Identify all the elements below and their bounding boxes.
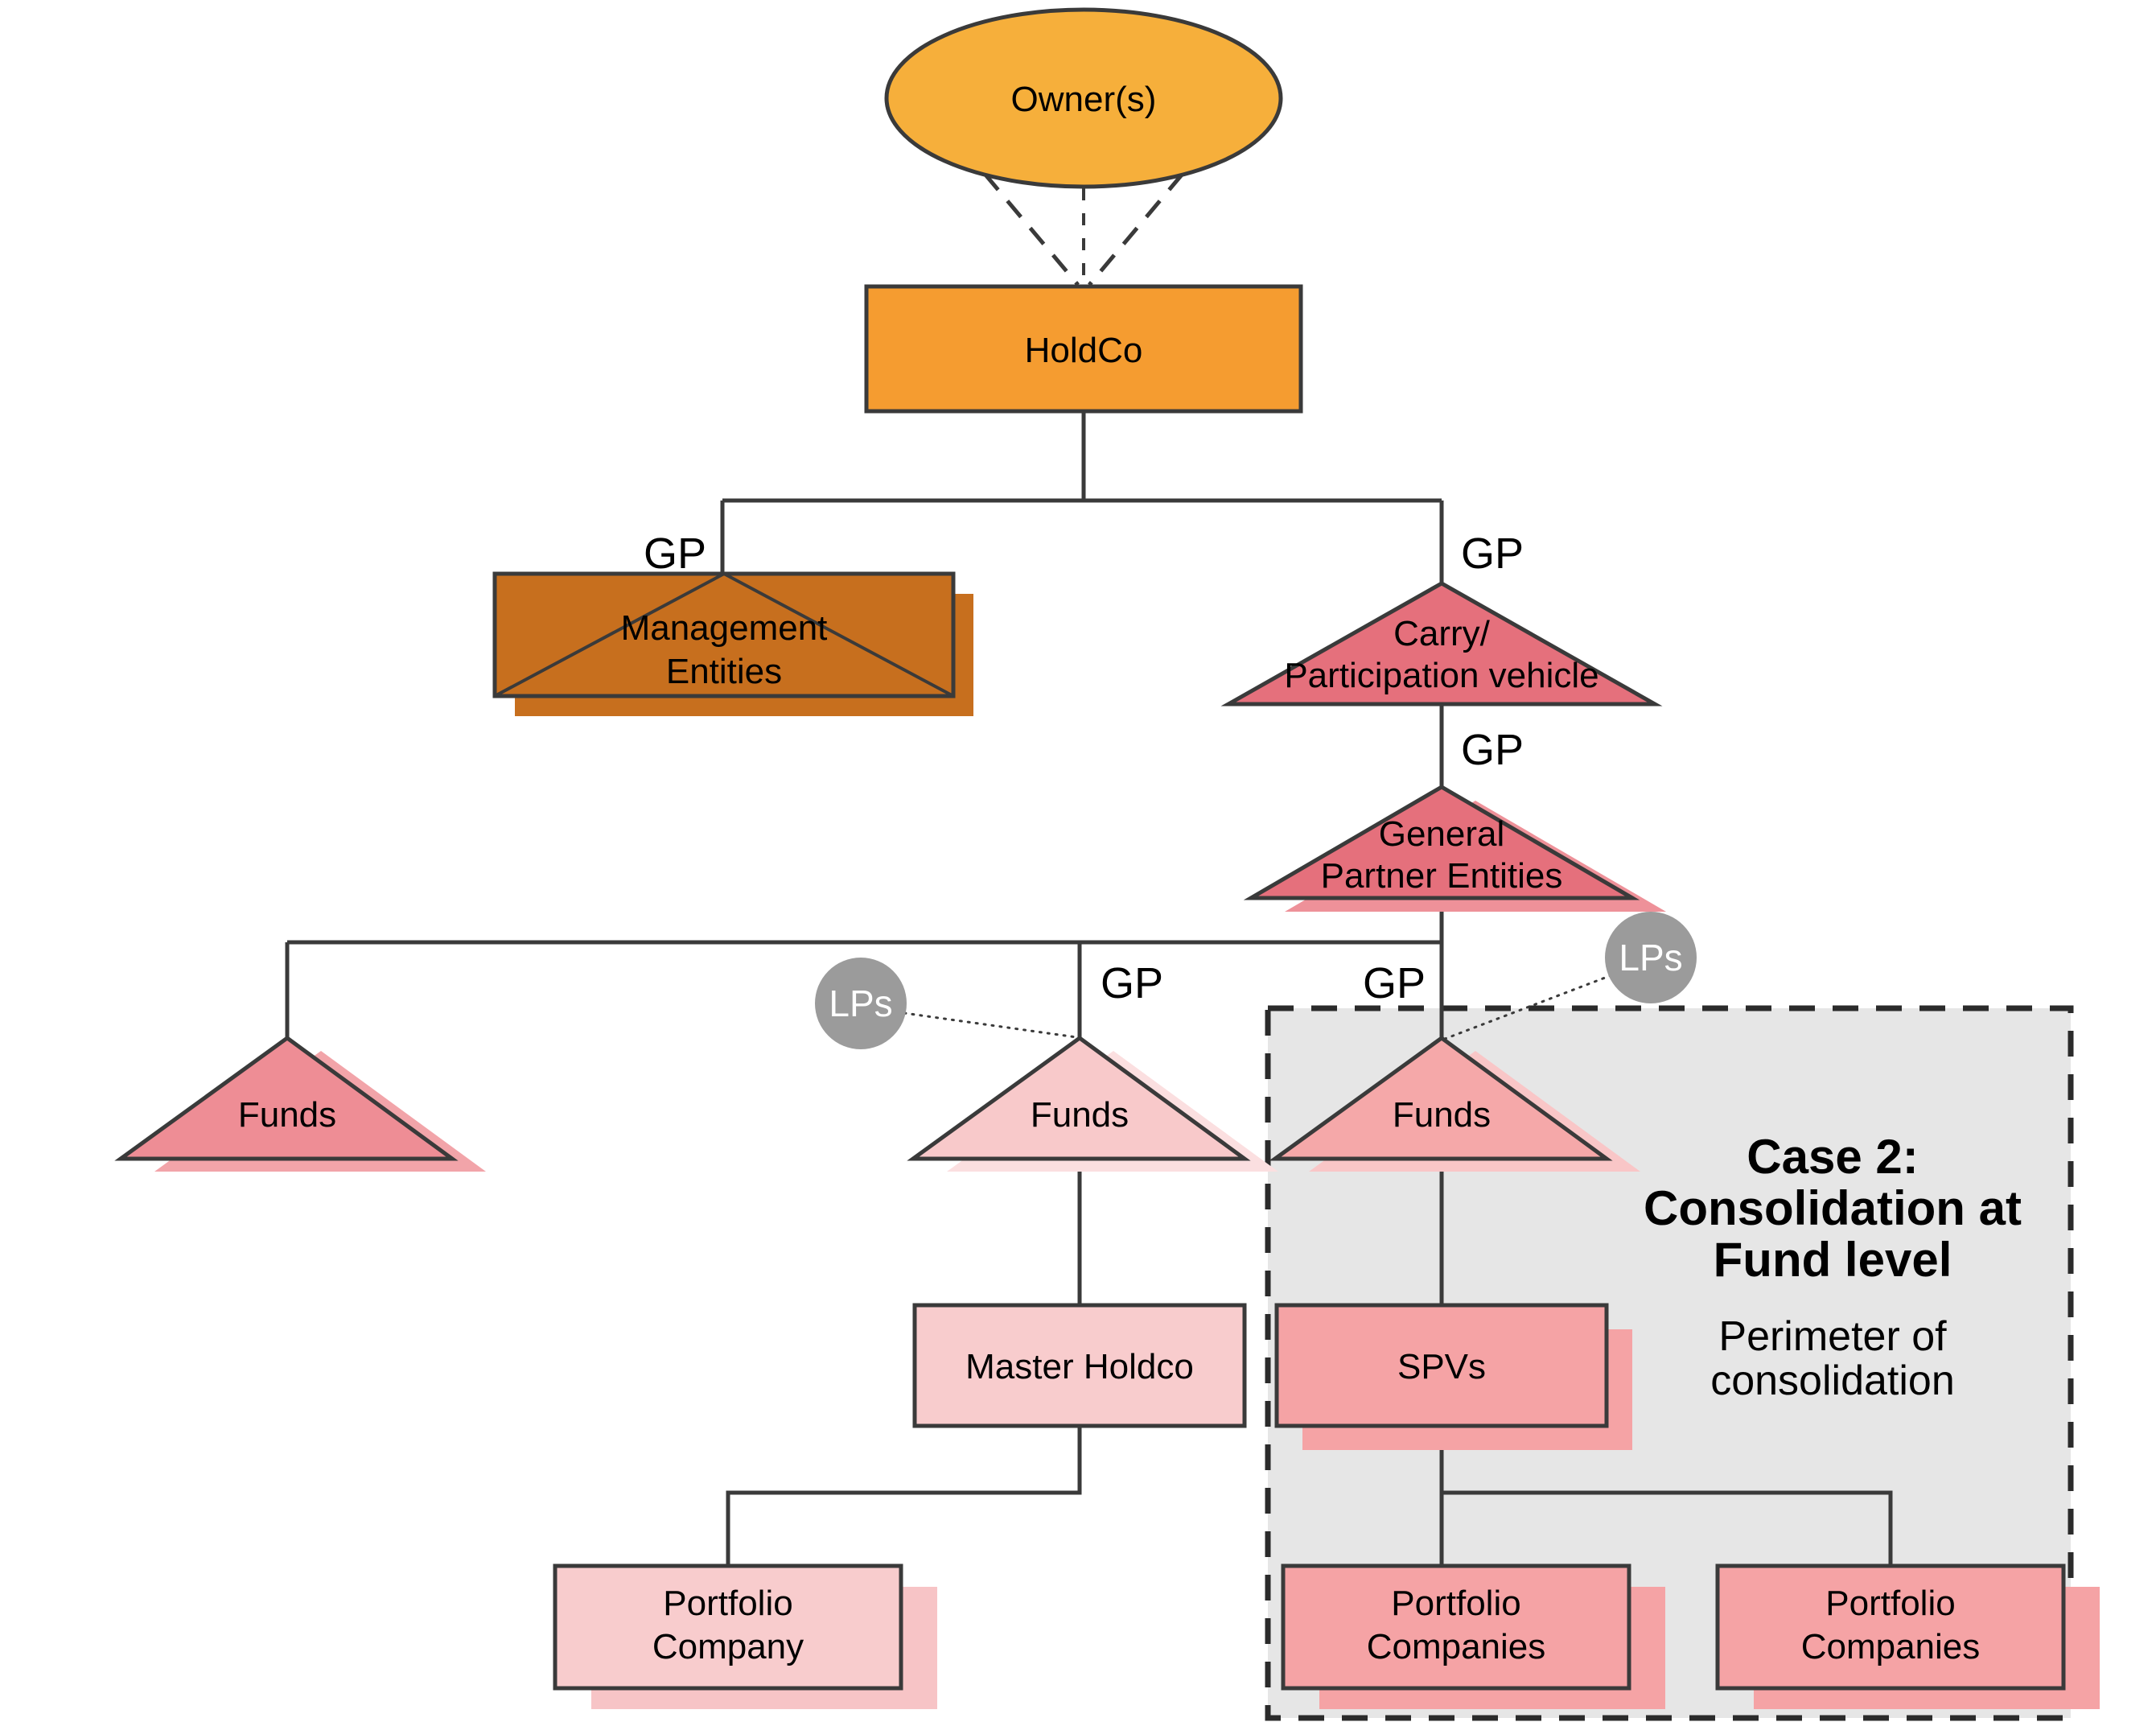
- gp-label-carry: GP: [1461, 529, 1524, 578]
- management-entities-label-line-2: Entities: [666, 652, 782, 691]
- portfolio-company-label-line-1: Portfolio: [663, 1584, 792, 1623]
- portfolio-companies-right-label-line-2: Companies: [1801, 1627, 1981, 1666]
- management-entities-box: [492, 571, 956, 698]
- owners-label: Owner(s): [1011, 80, 1157, 119]
- gp-label-funds-middle: GP: [1101, 959, 1163, 1007]
- case-subtitle-line-1: Perimeter of: [1718, 1313, 1947, 1360]
- funds-middle-label: Funds: [1031, 1095, 1129, 1135]
- edge-owner-dashed-right: [1088, 172, 1184, 286]
- management-entities-inner-triangle: [494, 571, 954, 698]
- general-partner-entities-node: General Partner Entities: [1243, 785, 1666, 912]
- carry-vehicle-triangle: [1220, 581, 1663, 707]
- portfolio-companies-left-label-line-1: Portfolio: [1391, 1584, 1520, 1623]
- spvs-box: [1274, 1303, 1609, 1428]
- portfolio-companies-right-label-line-1: Portfolio: [1825, 1584, 1955, 1623]
- case-title-line-2: Consolidation at: [1644, 1181, 2022, 1235]
- general-partner-entities-label-line-2: Partner Entities: [1321, 856, 1563, 896]
- holdco-box: [864, 284, 1303, 414]
- portfolio-companies-right-box: [1715, 1563, 2066, 1691]
- lps-left-circle: [815, 958, 907, 1049]
- carry-vehicle-node: Carry/ Participation vehicle: [1220, 581, 1663, 707]
- owners-ellipse: [884, 7, 1283, 189]
- lps-right-circle: [1605, 912, 1697, 1003]
- case-title-line-1: Case 2:: [1747, 1130, 1918, 1184]
- funds-middle-triangle: [907, 1035, 1251, 1161]
- portfolio-companies-right-node: Portfolio Companies: [1715, 1563, 2100, 1709]
- owner-dashed-links: [983, 172, 1184, 286]
- edge-lps-left-dotted: [903, 1011, 1078, 1039]
- general-partner-entities-triangle: [1243, 785, 1640, 900]
- portfolio-companies-left-box: [1281, 1563, 1631, 1691]
- holdco-label: HoldCo: [1025, 331, 1143, 370]
- funds-left-triangle: [114, 1035, 459, 1161]
- spvs-node: SPVs: [1274, 1303, 1632, 1450]
- funds-middle-node: Funds: [907, 1035, 1278, 1172]
- gp-label-general-partner: GP: [1461, 726, 1524, 774]
- funds-left-label: Funds: [238, 1095, 336, 1135]
- funds-right-node: Funds: [1269, 1035, 1640, 1172]
- spvs-label: SPVs: [1397, 1347, 1486, 1386]
- portfolio-company-node: Portfolio Company: [553, 1563, 937, 1709]
- portfolio-company-box: [553, 1563, 903, 1691]
- gp-label-funds-right: GP: [1363, 959, 1426, 1007]
- edge-lps-right-dotted: [1443, 974, 1613, 1040]
- edge-spvs-to-portfolios: [1439, 1426, 1893, 1568]
- portfolio-companies-left-label-line-2: Companies: [1367, 1627, 1546, 1666]
- lps-left-label: LPs: [829, 983, 892, 1024]
- edge-master-to-portfolio: [726, 1426, 1082, 1568]
- management-entities-label-line-1: Management: [621, 608, 828, 648]
- portfolio-companies-left-node: Portfolio Companies: [1281, 1563, 1665, 1709]
- gp-label-management: GP: [644, 529, 706, 578]
- connectors: [285, 411, 1893, 1568]
- funds-right-triangle: [1269, 1035, 1613, 1161]
- carry-vehicle-label-line-2: Participation vehicle: [1284, 656, 1598, 695]
- lps-right-node: LPs: [1605, 912, 1697, 1003]
- case-subtitle-line-2: consolidation: [1710, 1357, 1955, 1404]
- case-note: Case 2: Consolidation at Fund level Peri…: [1644, 1130, 2022, 1404]
- portfolio-company-label-line-2: Company: [652, 1627, 804, 1666]
- lps-right-label: LPs: [1619, 937, 1682, 978]
- funds-right-label: Funds: [1393, 1095, 1491, 1135]
- master-holdco-box: [912, 1303, 1247, 1428]
- master-holdco-label: Master Holdco: [965, 1347, 1194, 1386]
- general-partner-entities-label-line-1: General: [1379, 814, 1505, 854]
- carry-vehicle-label-line-1: Carry/: [1393, 614, 1491, 653]
- lps-left-node: LPs: [815, 958, 907, 1049]
- case-title-line-3: Fund level: [1714, 1233, 1952, 1287]
- funds-left-node: Funds: [114, 1035, 486, 1172]
- management-entities-node: Management Entities: [492, 571, 973, 716]
- edge-owner-dashed-left: [983, 172, 1080, 286]
